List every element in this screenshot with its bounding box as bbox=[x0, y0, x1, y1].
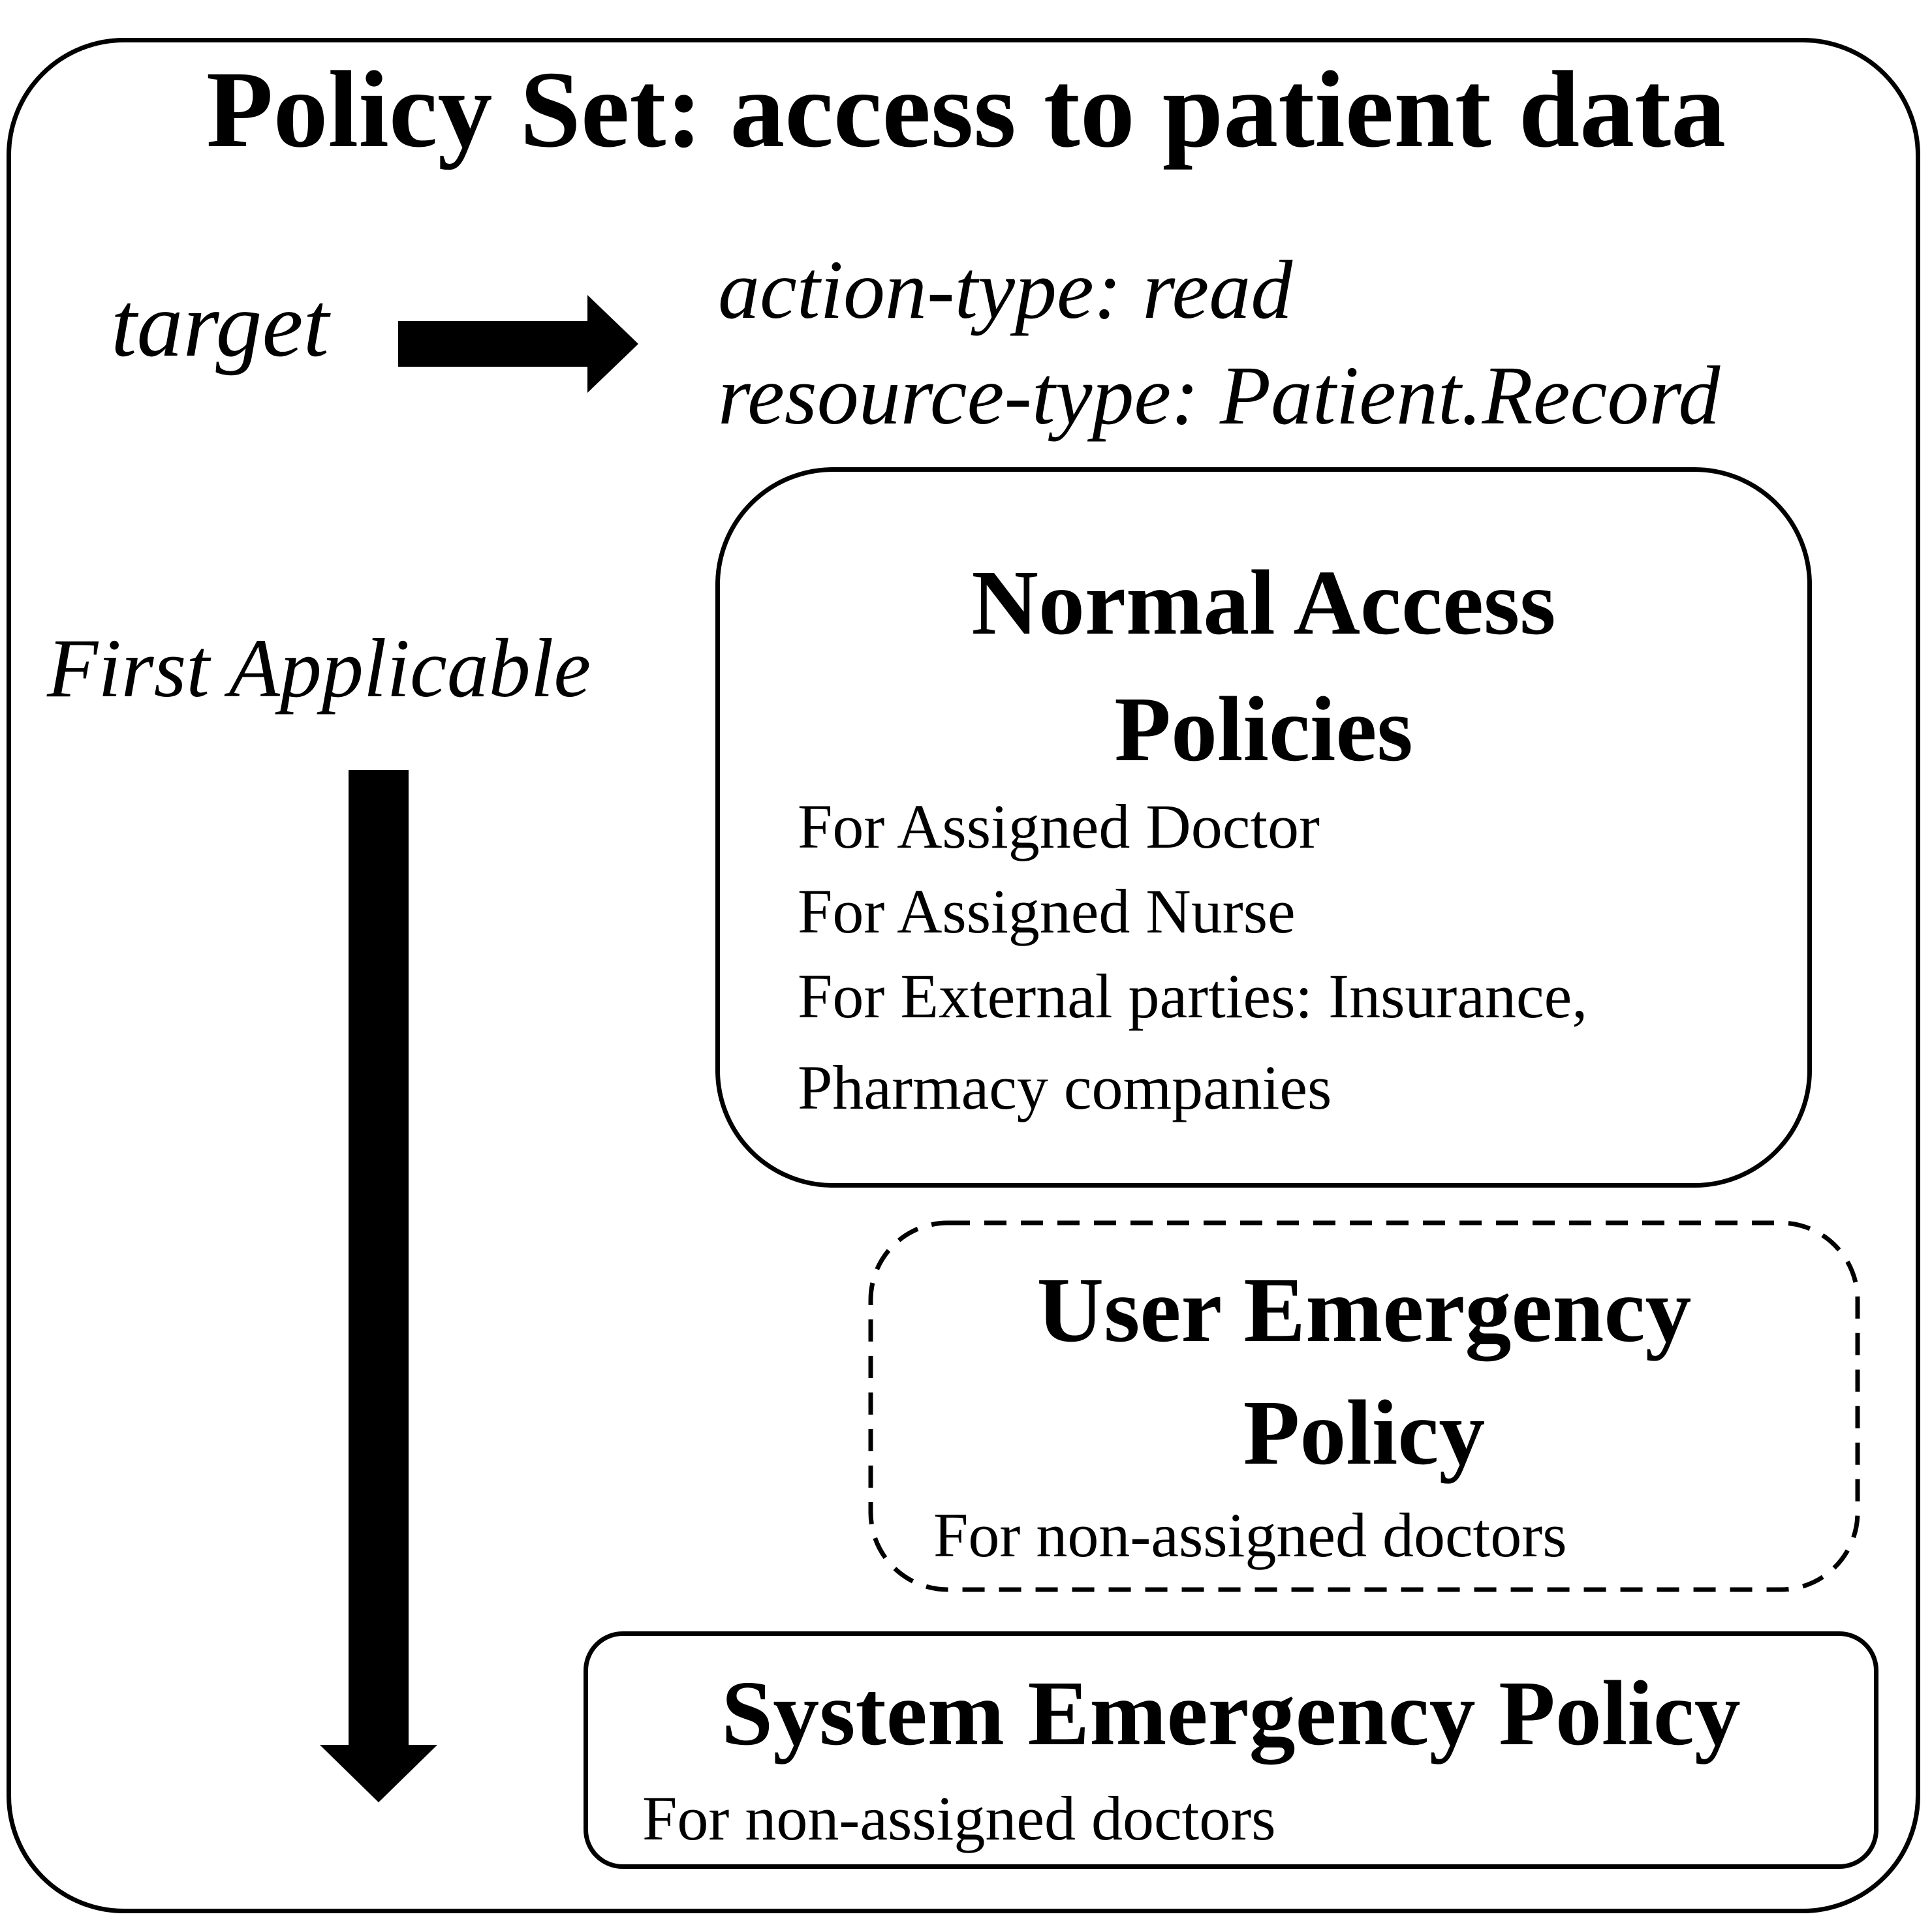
combining-algorithm-label: First Applicable bbox=[47, 622, 591, 715]
target-label: target bbox=[111, 273, 329, 376]
user-emergency-title-line-2: Policy bbox=[1243, 1381, 1486, 1484]
user-emergency-title-line-1: User Emergency bbox=[1036, 1258, 1692, 1361]
normal-access-title-line-2: Policies bbox=[1114, 677, 1413, 780]
normal-access-item: For Assigned Nurse bbox=[798, 876, 1296, 946]
user-emergency-item: For non-assigned doctors bbox=[933, 1500, 1567, 1570]
normal-access-item: For Assigned Doctor bbox=[798, 792, 1320, 861]
normal-access-title-line-1: Normal Access bbox=[971, 551, 1556, 654]
normal-access-item: Pharmacy companies bbox=[798, 1053, 1332, 1122]
normal-access-item: For External parties: Insurance, bbox=[798, 961, 1588, 1031]
first-applicable-arrow-head bbox=[320, 1745, 437, 1802]
normal-access-policies-box bbox=[715, 467, 1812, 1188]
policy-set-title: Policy Set: access to patient data bbox=[206, 49, 1726, 170]
target-arrow bbox=[398, 295, 638, 393]
system-emergency-title: System Emergency Policy bbox=[721, 1661, 1741, 1764]
policy-set-frame bbox=[7, 38, 1920, 1913]
system-emergency-item: For non-assigned doctors bbox=[642, 1783, 1276, 1853]
system-emergency-policy-box bbox=[584, 1631, 1878, 1869]
target-action-type: action-type: read bbox=[718, 243, 1293, 336]
first-applicable-arrow-shaft bbox=[349, 770, 409, 1748]
target-resource-type: resource-type: Patient.Record bbox=[718, 349, 1721, 442]
user-emergency-dashed-border bbox=[868, 1220, 1860, 1592]
